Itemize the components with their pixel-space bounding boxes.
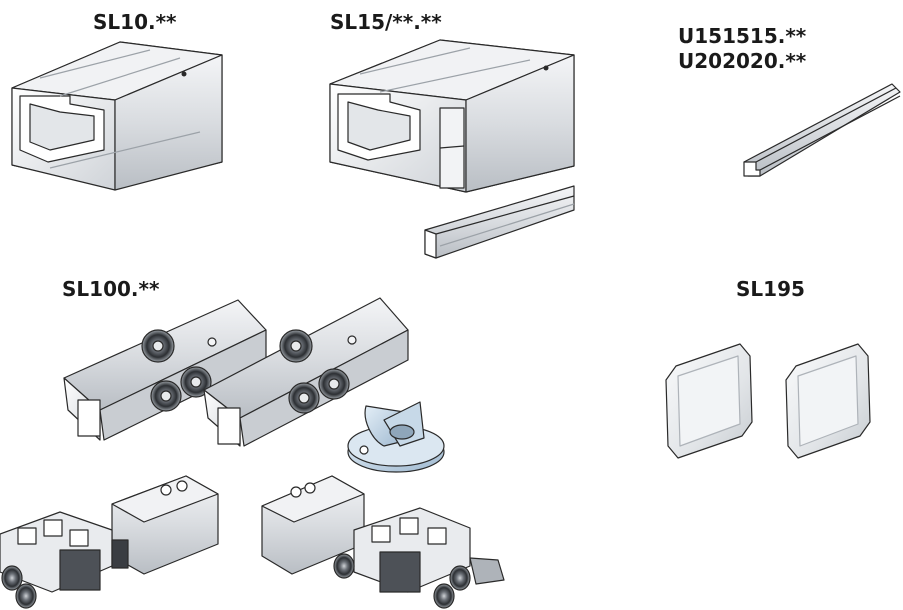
sl195-end-caps-illustration bbox=[665, 343, 871, 459]
sl10-rail-illustration bbox=[11, 41, 223, 191]
sl100-carriage-right-illustration bbox=[203, 297, 409, 447]
label-u202020: U202020.** bbox=[678, 49, 807, 73]
label-sl10: SL10.** bbox=[93, 10, 177, 35]
bottom-left-bracket-illustration bbox=[0, 475, 219, 609]
sl15-rail-illustration bbox=[329, 39, 575, 193]
label-u151515: U151515.** bbox=[678, 24, 807, 48]
label-sl100: SL100.** bbox=[62, 277, 159, 302]
label-sl10-text: SL10.** bbox=[93, 10, 177, 34]
floor-guide-illustration bbox=[347, 401, 445, 473]
u-profile-illustration bbox=[743, 83, 901, 177]
label-sl195: SL195 bbox=[736, 277, 805, 302]
label-sl195-text: SL195 bbox=[736, 277, 805, 301]
label-sl100-text: SL100.** bbox=[62, 277, 160, 301]
label-sl15: SL15/**.** bbox=[330, 10, 442, 35]
label-u-profiles: U151515.** U202020.** bbox=[678, 24, 806, 74]
label-sl15-text: SL15/**.** bbox=[330, 10, 442, 34]
sl100-carriage-left-illustration bbox=[63, 299, 267, 441]
bottom-right-bracket-illustration bbox=[261, 475, 505, 609]
sl15-channel-illustration bbox=[424, 185, 575, 259]
